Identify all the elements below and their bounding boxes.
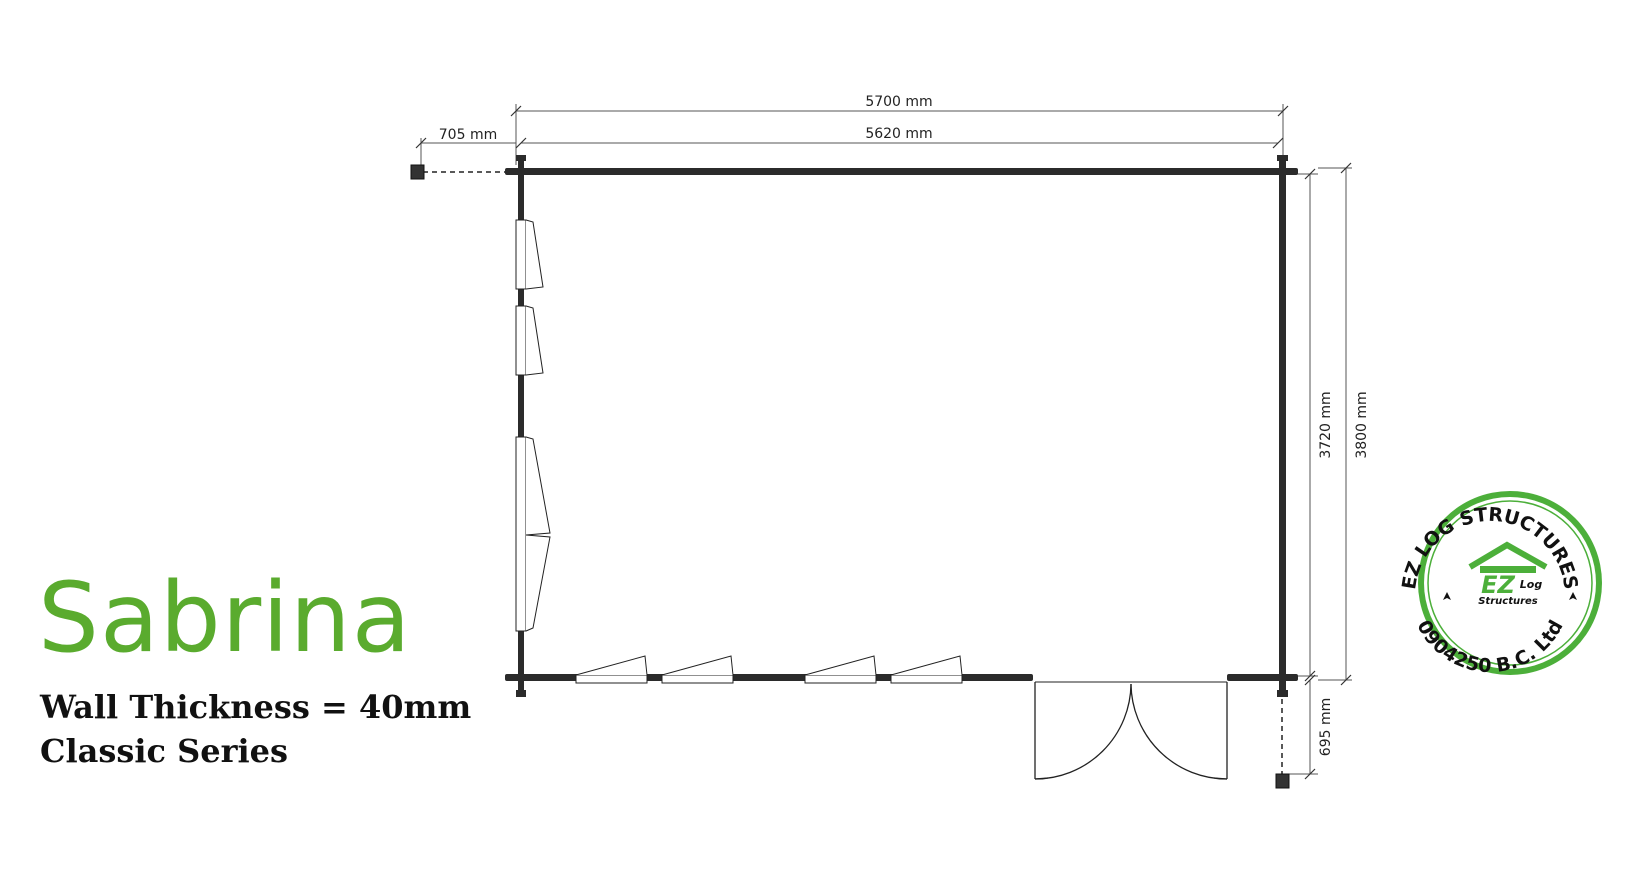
house-roof-icon [1468, 541, 1548, 570]
window-bottom-3 [804, 655, 877, 684]
walls [505, 155, 1298, 697]
roof-post-front [1275, 690, 1290, 789]
maple-leaf-icon [1443, 592, 1451, 600]
dim-label-inner-width: 5620 mm [865, 126, 932, 142]
window-bottom-4 [890, 655, 963, 684]
dimension-inner-width: 5620 mm [515, 126, 1284, 149]
dimension-overall-width: 5700 mm [510, 94, 1289, 165]
dimension-overhang-front: 695 mm [1283, 674, 1334, 780]
window-left-1 [515, 219, 544, 290]
window-left-2 [515, 305, 544, 376]
maple-leaf-icon [1569, 592, 1577, 600]
wall-thickness-label: Wall Thickness = 40mm [40, 688, 472, 726]
window-bottom-2 [661, 655, 734, 684]
dim-label-overhang-front: 695 mm [1318, 698, 1334, 756]
dim-label-overall-depth: 3800 mm [1354, 391, 1370, 458]
dim-label-overall-width: 5700 mm [865, 94, 932, 110]
window-bottom-1 [575, 655, 648, 684]
logo-mark-main: EZ [1481, 571, 1515, 599]
dimension-overall-depth: 3800 mm [1318, 162, 1370, 686]
series-label: Classic Series [40, 732, 289, 770]
window-left-3-double [515, 436, 551, 632]
logo-mark-sub: Structures [1478, 596, 1538, 607]
roof-post-left [410, 164, 511, 180]
logo-mark-small: Log [1520, 578, 1543, 591]
dim-label-overhang-left: 705 mm [439, 127, 497, 143]
dimension-inner-depth: 3720 mm [1283, 168, 1334, 682]
company-logo-seal: EZ LOG STRUCTURES 0904250 B.C. Ltd EZ Lo… [1398, 491, 1602, 677]
dim-label-inner-depth: 3720 mm [1318, 391, 1334, 458]
plan-title: Sabrina [38, 562, 412, 674]
double-door [1034, 681, 1228, 780]
dimension-overhang-left: 705 mm [415, 127, 516, 166]
